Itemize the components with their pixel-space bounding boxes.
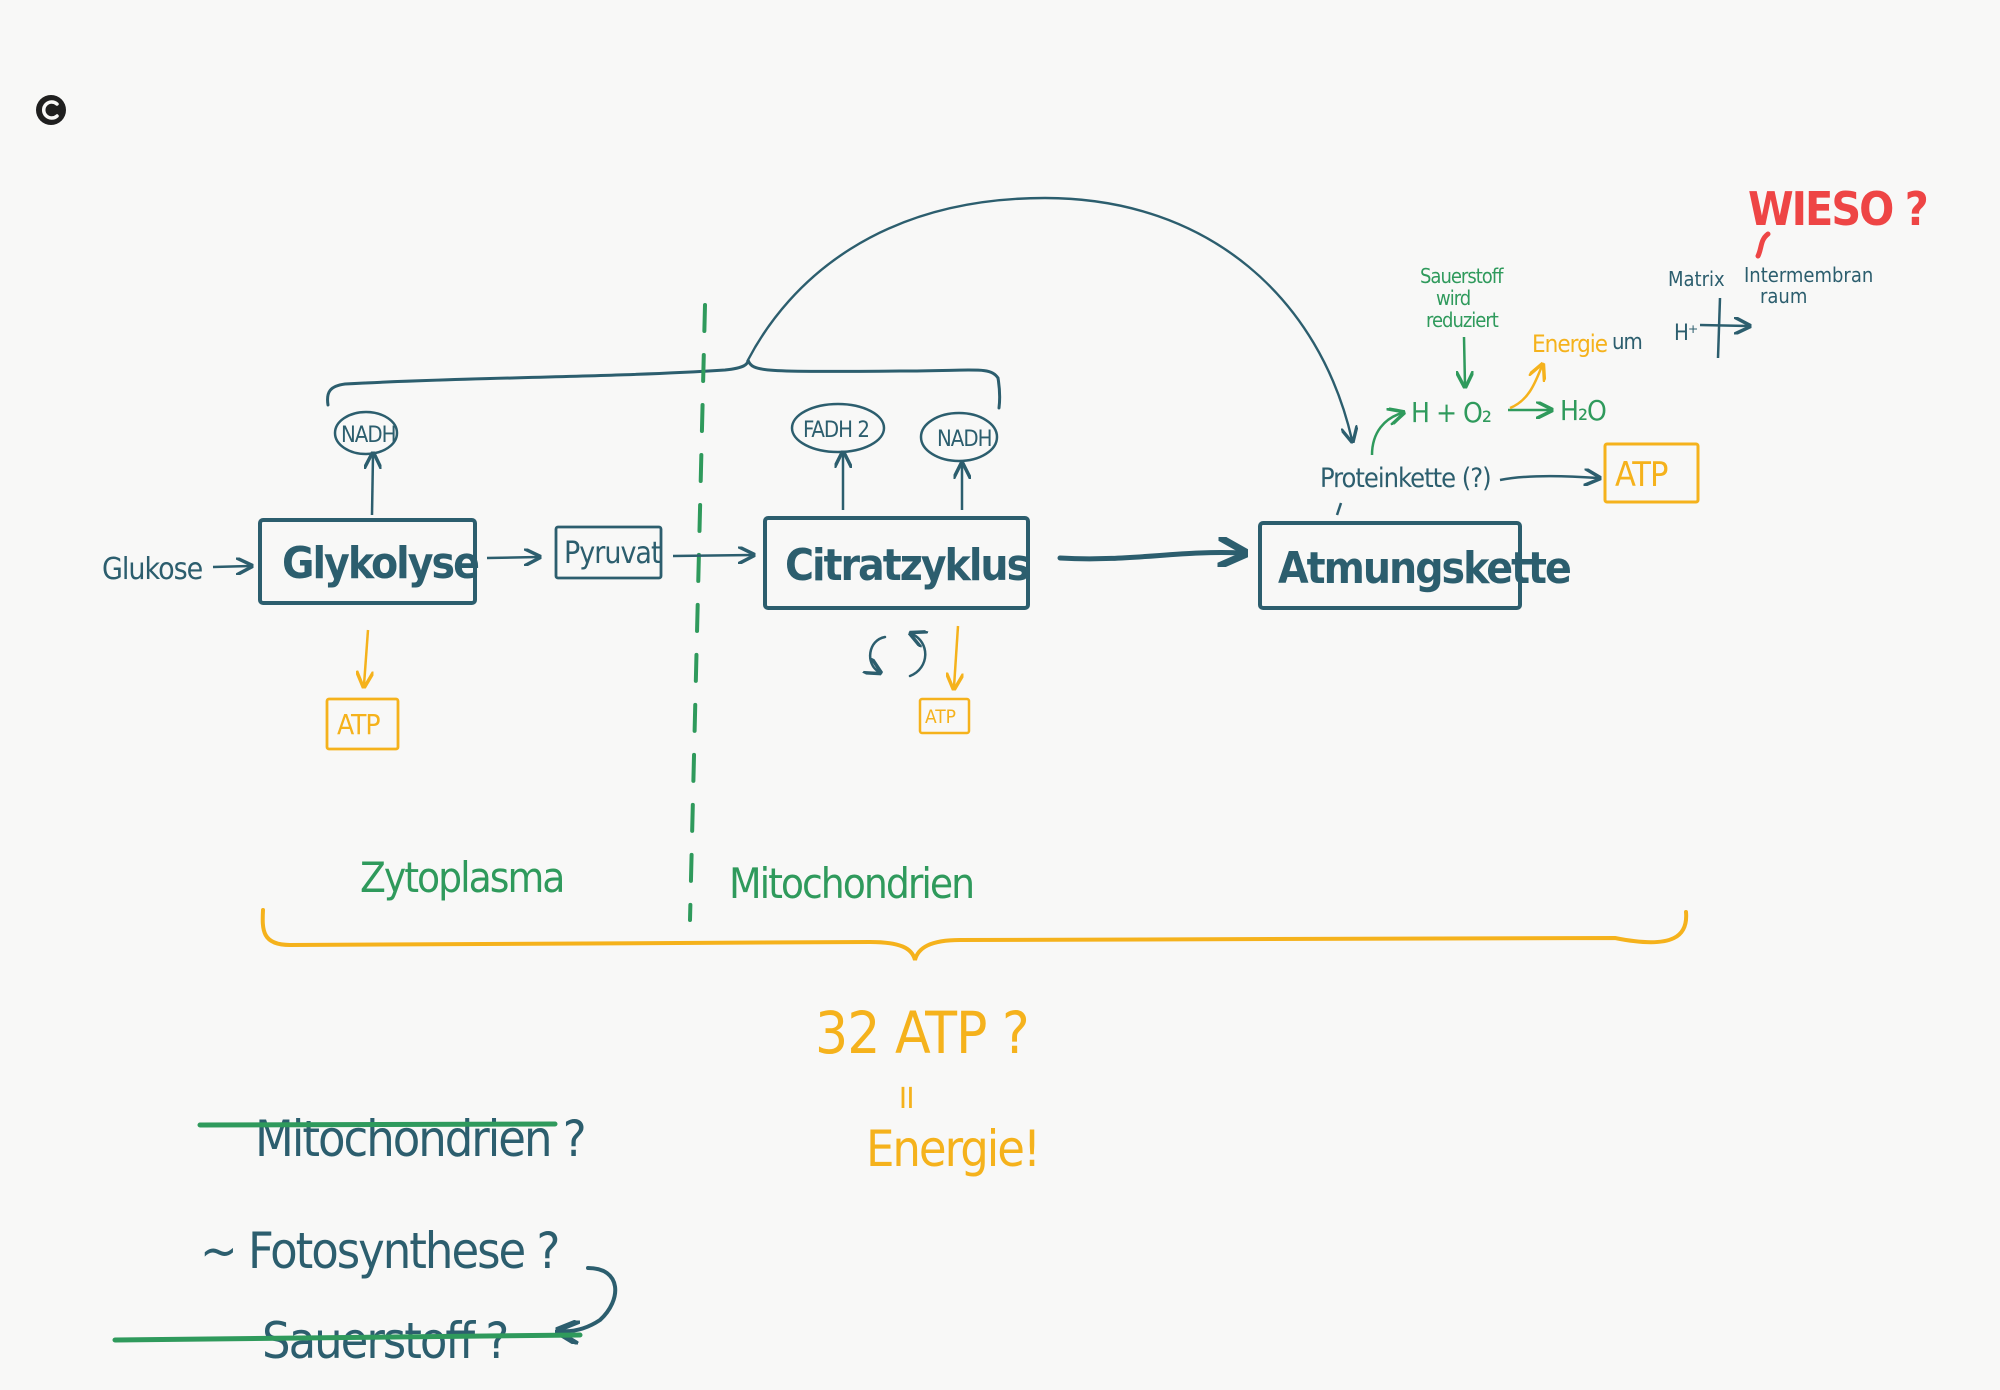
sauerstoff-strike-visible-main bbox=[583, 1336, 1048, 1352]
svg-text:Sauerstoff: Sauerstoff bbox=[1420, 264, 1504, 288]
pyruvat-to-citrat-arrow bbox=[672, 555, 752, 556]
citratzyklus-box bbox=[763, 516, 1030, 610]
fadh2-label: FADH 2 bbox=[803, 418, 869, 443]
glukose-arrow bbox=[212, 566, 250, 567]
sauerstoff-question-strikethrough bbox=[583, 1335, 1048, 1343]
wieso-pointer bbox=[1755, 231, 1771, 259]
intermembran-label: Intermembran raum bbox=[1744, 263, 1873, 308]
membrane-line bbox=[1716, 297, 1722, 359]
question-fotosynthese: ~ Fotosynthese ? bbox=[200, 1222, 558, 1280]
pyruvat-box bbox=[554, 525, 663, 580]
atp-2-label: ATP bbox=[925, 706, 956, 728]
sauerstoff-strike-through bbox=[583, 1336, 1047, 1353]
h-plus-label: H⁺ bbox=[1674, 321, 1698, 346]
h-o2-to-energie-arrow bbox=[1509, 366, 1542, 410]
pyruvat-label: Pyruvat bbox=[564, 536, 661, 571]
wieso-label: WIESO ? bbox=[1748, 182, 1927, 236]
sauerstoff-strikeout-green bbox=[583, 1336, 1047, 1353]
question-sauerstoff-crossout bbox=[583, 1336, 1047, 1353]
zytoplasma-label: Zytoplasma bbox=[360, 853, 563, 902]
q3-strikethrough bbox=[583, 1336, 1047, 1353]
sauerstoff-x-line bbox=[583, 1336, 1047, 1353]
svg-text:raum: raum bbox=[1760, 284, 1807, 308]
svg-text:Intermembran: Intermembran bbox=[1744, 263, 1873, 287]
sauerstoff-green-line bbox=[583, 1336, 1047, 1353]
equals-sign: ॥ bbox=[895, 1077, 915, 1117]
question-mitochondrien: Mitochondrien ? bbox=[255, 1110, 585, 1168]
atmung-to-protein-tick bbox=[1335, 502, 1343, 516]
matrix-label: Matrix bbox=[1668, 267, 1725, 291]
sauerstoff-strike bbox=[580, 1337, 1048, 1344]
atp-3-box bbox=[1603, 442, 1700, 504]
atp-3-label: ATP bbox=[1615, 455, 1668, 495]
total-atp-label: 32 ATP ? bbox=[815, 999, 1029, 1067]
nadh-2-ellipse bbox=[919, 411, 999, 463]
membrane-divider bbox=[688, 303, 707, 922]
h-o2-label: H + O₂ bbox=[1411, 396, 1491, 429]
cycle-icon bbox=[870, 634, 925, 678]
question-mitochondrien-strike bbox=[197, 1121, 558, 1128]
glykolyse-to-pyruvat-arrow bbox=[486, 557, 538, 558]
nadh-collector-bracket bbox=[326, 359, 1002, 410]
sauerstoff-crossed bbox=[583, 1336, 1047, 1353]
glykolyse-to-atp-arrow bbox=[364, 629, 368, 685]
nadh-1-label: NADH bbox=[341, 423, 395, 448]
app-logo-icon[interactable] bbox=[36, 95, 66, 125]
atp-1-label: ATP bbox=[337, 708, 380, 741]
glykolyse-to-nadh-arrow bbox=[372, 455, 373, 516]
protein-to-h-o2-arrow bbox=[1370, 413, 1402, 456]
protein-to-atp-arrow bbox=[1499, 476, 1598, 480]
atmungskette-label: Atmungskette bbox=[1278, 543, 1570, 594]
h-plus-transport-arrow bbox=[1699, 325, 1748, 326]
citratzyklus-label: Citratzyklus bbox=[785, 540, 1029, 591]
sauerstoff-strike-stroke bbox=[583, 1336, 1047, 1353]
total-brace bbox=[260, 908, 1689, 961]
mitochondrien-label: Mitochondrien bbox=[729, 859, 973, 908]
glykolyse-box bbox=[258, 518, 477, 605]
sauerstoff-q3-strike bbox=[583, 1336, 1047, 1353]
energie-label: Energie! bbox=[866, 1120, 1039, 1178]
sauerstoff-strike-visible-line bbox=[583, 1336, 1047, 1353]
strike-q3 bbox=[583, 1336, 1047, 1353]
sauerstoff-note: Sauerstoff wird reduziert bbox=[1420, 264, 1505, 332]
q3-cancel bbox=[583, 1336, 1047, 1353]
fotosynthese-swap-arrow bbox=[560, 1266, 618, 1331]
svg-text:wird: wird bbox=[1436, 286, 1470, 310]
proteinkette-label: Proteinkette (?) bbox=[1320, 463, 1491, 494]
sauerstoff-question-strike bbox=[583, 1336, 1047, 1353]
citrat-to-atmung-arrow bbox=[1057, 553, 1242, 559]
h2o-label: H₂O bbox=[1560, 394, 1606, 427]
electron-transfer-arc bbox=[746, 196, 1352, 440]
energie-small-label: Energie bbox=[1532, 330, 1608, 358]
sauerstoff-strike-line-visible bbox=[583, 1336, 1047, 1353]
nadh-1-ellipse bbox=[333, 410, 399, 456]
green-strike-q3 bbox=[583, 1336, 1047, 1353]
question-sauerstoff: Sauerstoff ? bbox=[262, 1312, 507, 1370]
sauerstoff-strikethrough-green-line bbox=[112, 1332, 583, 1343]
atmungskette-box bbox=[1258, 521, 1522, 610]
sauerstoff-cancel-line bbox=[583, 1336, 1047, 1353]
the-sauerstoff-strike bbox=[583, 1336, 1048, 1352]
sauerstoff-strike-path bbox=[583, 1336, 1047, 1353]
strikethrough-sauerstoff bbox=[583, 1336, 1047, 1353]
sauerstoff-green-strikethrough bbox=[583, 1336, 1047, 1353]
glukose-label: Glukose bbox=[102, 552, 203, 587]
nadh-2-label: NADH bbox=[937, 427, 991, 452]
um-label: um bbox=[1612, 330, 1642, 355]
fadh2-ellipse bbox=[790, 402, 886, 454]
sauerstoff-strikeout bbox=[583, 1336, 1047, 1353]
sauerstoff-strike-visible-path bbox=[583, 1335, 1048, 1343]
citrat-to-atp-arrow bbox=[954, 625, 958, 687]
sauerstoff-to-h-o2-arrow bbox=[1464, 336, 1465, 385]
atp-1-box bbox=[325, 697, 400, 751]
question-sauerstoff-strikethrough bbox=[583, 1336, 1047, 1353]
svg-text:reduziert: reduziert bbox=[1426, 308, 1499, 332]
sauerstoff-strike-mark bbox=[583, 1336, 1047, 1353]
atp-2-box bbox=[918, 697, 971, 735]
glykolyse-label: Glykolyse bbox=[282, 538, 478, 589]
question-sauerstoff-strikeout bbox=[580, 1336, 1048, 1337]
